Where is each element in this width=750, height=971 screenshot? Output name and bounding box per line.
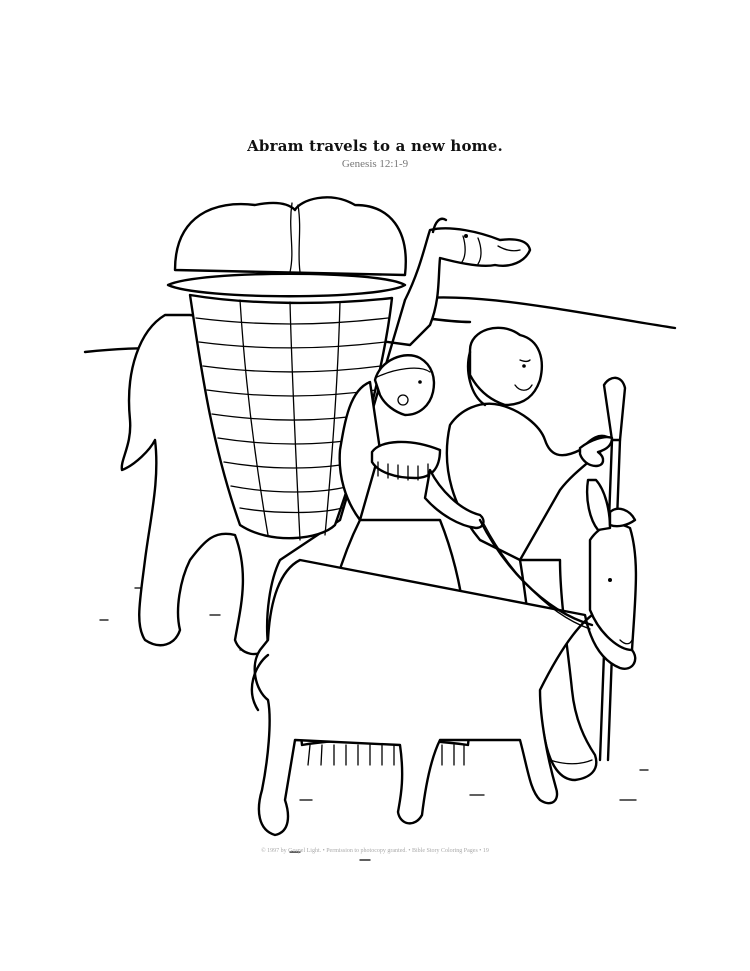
scripture-reference: Genesis 12:1-9 (341, 158, 409, 170)
copyright-footer: © 1997 by Gospel Light. • Permission to … (261, 848, 489, 854)
page-title: Abram travels to a new home. (247, 137, 503, 155)
donkey (250, 478, 638, 837)
